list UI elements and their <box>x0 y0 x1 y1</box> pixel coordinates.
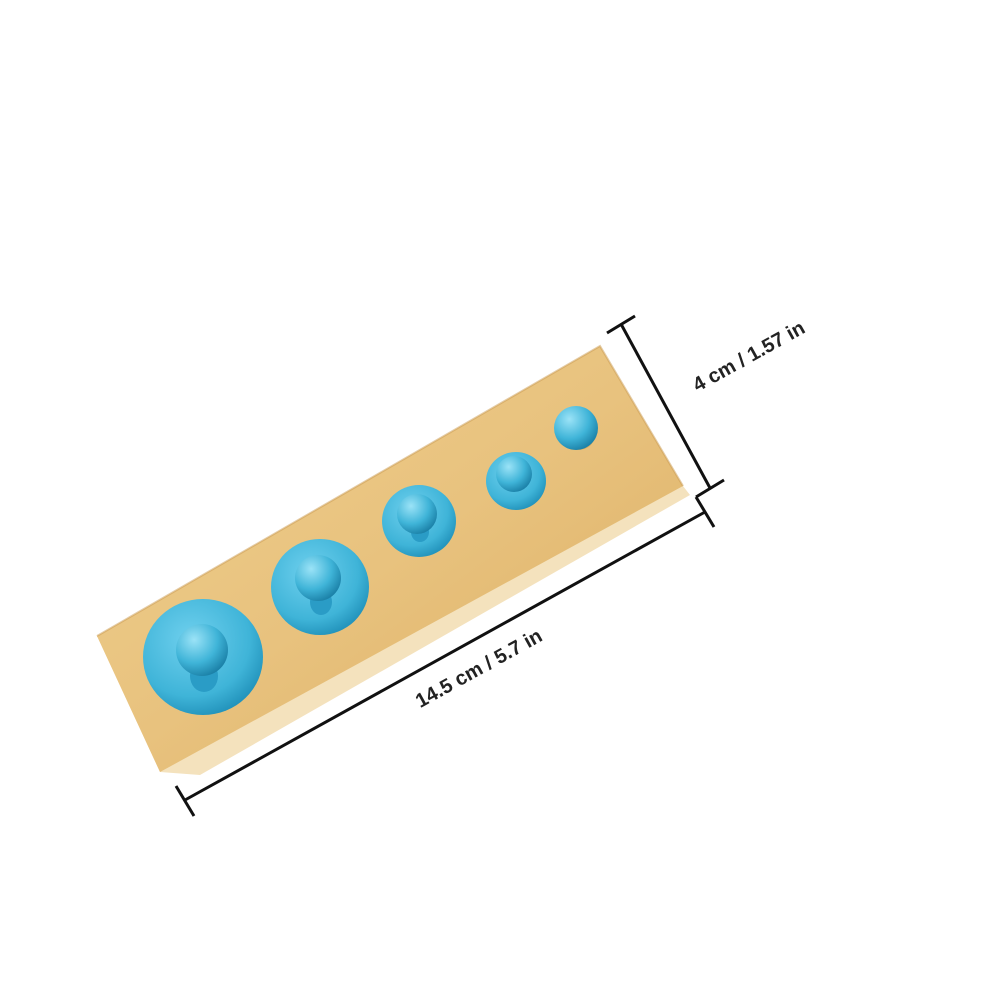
height-label: 4 cm / 1.57 in <box>689 317 809 397</box>
height-dimension-line <box>606 314 725 499</box>
cylinder-4 <box>486 452 546 510</box>
cylinder-5 <box>554 406 598 450</box>
cylinder-3 <box>382 485 456 557</box>
cylinder-2 <box>271 539 369 635</box>
length-dimension-line <box>174 496 716 817</box>
cylinder-1 <box>143 599 263 715</box>
